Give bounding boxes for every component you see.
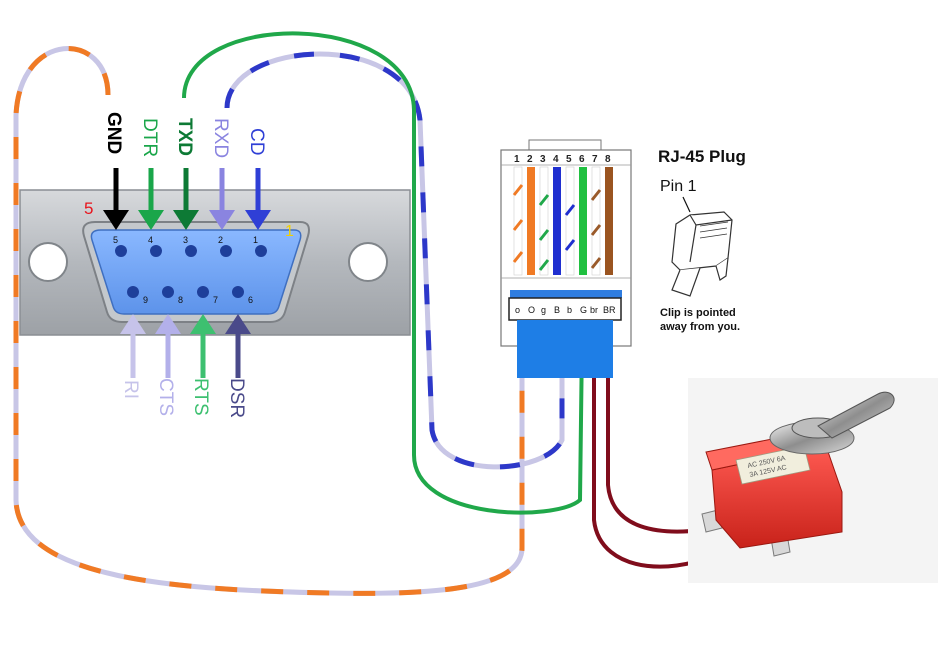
code-7: br: [590, 305, 598, 315]
arrow-txd: [173, 168, 199, 230]
rj45-wire-codes: o O g B b G br BR: [515, 305, 616, 315]
shell-num-8: 8: [178, 295, 183, 305]
label-txd: TXD: [174, 118, 195, 156]
arrow-rts: [190, 314, 216, 378]
label-ri: RI: [120, 380, 141, 399]
code-6: G: [580, 305, 587, 315]
arrow-ri: [120, 314, 146, 378]
shell-num-9: 9: [143, 295, 148, 305]
pin1-label: Pin 1: [660, 178, 697, 195]
label-cd: CD: [246, 128, 267, 155]
switch-label-plate: AC 250V 6A 3A 125V AC: [735, 445, 811, 485]
arrow-dsr: [225, 314, 251, 378]
toggle-switch: AC 250V 6A 3A 125V AC: [688, 378, 938, 583]
mount-hole-right: [348, 242, 388, 282]
pin-1-marker: 1: [285, 223, 294, 240]
arrow-cts: [155, 314, 181, 378]
pin-num-8: 8: [605, 154, 611, 165]
cable-green: [182, 31, 584, 515]
code-8: BR: [603, 305, 616, 315]
clip-note-line2: away from you.: [660, 321, 740, 333]
label-dsr: DSR: [226, 378, 247, 418]
code-4: B: [554, 305, 560, 315]
pin-num-7: 7: [592, 154, 598, 165]
pin-num-2: 2: [527, 154, 533, 165]
rj45-cable-jacket: [517, 320, 613, 378]
pin1-pointer: [682, 196, 691, 213]
arrow-dtr: [138, 168, 164, 230]
arrow-gnd: [103, 168, 129, 230]
pin-num-3: 3: [540, 154, 546, 165]
db9-pin-sockets: [115, 245, 267, 298]
label-rts: RTS: [190, 378, 211, 416]
code-1: o: [515, 305, 520, 315]
pin-num-1: 1: [514, 154, 520, 165]
rj45-plug-icon: [671, 211, 733, 297]
shell-num-7: 7: [213, 295, 218, 305]
rj45-crimp-bar: [510, 290, 622, 298]
rj45-wires: [512, 166, 613, 276]
rj45-pin-numbers: 1 2 3 4 5 6 7 8: [514, 154, 611, 165]
code-5: b: [567, 305, 572, 315]
arrow-cd: [245, 168, 271, 230]
shell-num-6: 6: [248, 295, 253, 305]
code-3: g: [541, 305, 546, 315]
pin-5-marker: 5: [84, 199, 93, 218]
clip-note-line1: Clip is pointed: [660, 307, 736, 319]
label-dtr: DTR: [139, 118, 160, 157]
cable-orange-striped: [13, 46, 525, 596]
db9-top-arrows: [103, 168, 271, 230]
rj45-plug: 1 2 3 4 5 6 7 8: [500, 139, 632, 378]
shell-num-5: 5: [113, 235, 118, 245]
db9-top-labels: GND DTR TXD RXD CD: [103, 112, 267, 158]
label-gnd: GND: [103, 112, 124, 154]
arrow-rxd: [209, 168, 235, 230]
cable-blue-striped: [224, 51, 565, 470]
rj45-legend: RJ-45 Plug Pin 1 Clip is pointed away fr…: [658, 147, 746, 333]
label-cts: CTS: [155, 378, 176, 416]
pin-num-6: 6: [579, 154, 585, 165]
pin-num-4: 4: [553, 154, 559, 165]
shell-num-3: 3: [183, 235, 188, 245]
switch-lever: [817, 391, 895, 439]
shell-num-4: 4: [148, 235, 153, 245]
shell-num-2: 2: [218, 235, 223, 245]
mount-hole-left: [28, 242, 68, 282]
rj45-title: RJ-45 Plug: [658, 147, 746, 166]
pin-num-5: 5: [566, 154, 572, 165]
code-2: O: [528, 305, 535, 315]
label-rxd: RXD: [210, 118, 231, 158]
shell-num-1: 1: [253, 235, 258, 245]
db9-bottom-arrows: [120, 314, 251, 378]
db9-bottom-labels: RI CTS RTS DSR: [120, 378, 247, 418]
